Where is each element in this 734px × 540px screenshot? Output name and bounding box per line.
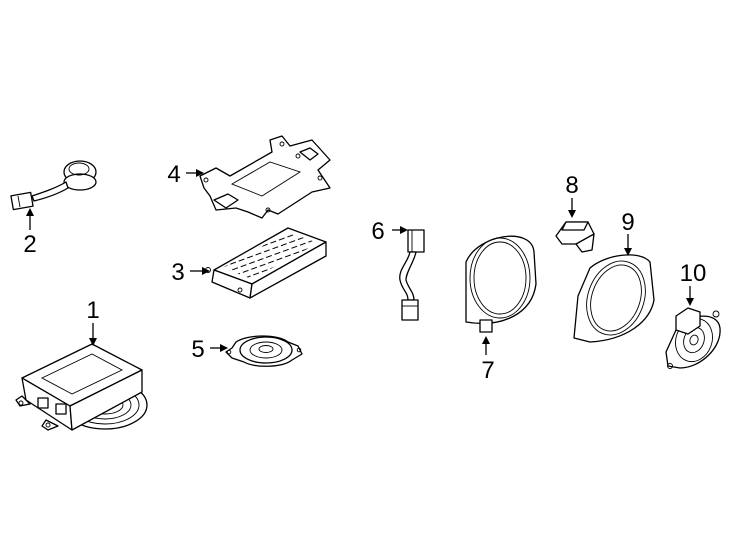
part-6-jumper-harness xyxy=(399,229,425,321)
part-5-tweeter xyxy=(225,335,303,367)
part-4-bracket xyxy=(199,135,331,219)
part-8-clip xyxy=(555,221,595,253)
callout-leaders xyxy=(26,169,694,355)
callout-5: 5 xyxy=(191,336,204,363)
part-9-rear-speaker xyxy=(573,254,655,343)
callout-9: 9 xyxy=(621,209,634,236)
callout-1: 1 xyxy=(86,297,99,324)
part-2-wire-harness xyxy=(10,160,97,211)
callout-2: 2 xyxy=(23,231,36,258)
callout-3: 3 xyxy=(171,259,184,286)
part-3-amplifier xyxy=(205,227,327,299)
part-7-door-speaker xyxy=(465,235,537,333)
callout-8: 8 xyxy=(565,172,578,199)
part-1-control-module xyxy=(15,343,148,431)
callout-7: 7 xyxy=(481,357,494,384)
part-10-tweeter xyxy=(665,307,721,369)
callout-4: 4 xyxy=(167,161,180,188)
callout-10: 10 xyxy=(680,260,707,287)
callout-6: 6 xyxy=(371,218,384,245)
